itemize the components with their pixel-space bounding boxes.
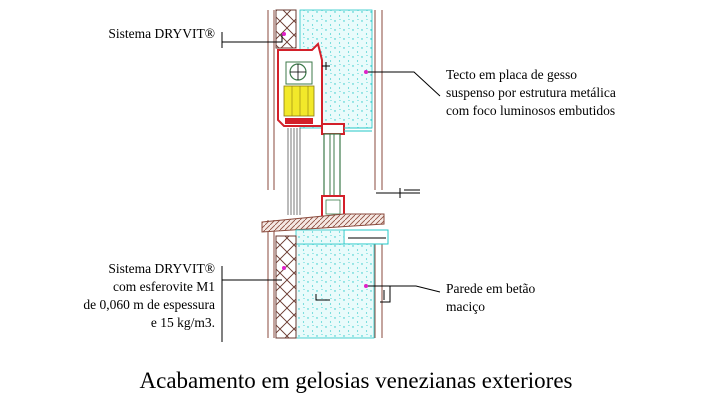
- lower-concrete-wall: [295, 243, 375, 339]
- label-dryvit-top: Sistema DRYVIT®: [108, 26, 215, 41]
- lower-insulation: [275, 235, 297, 339]
- label-ceiling: Tecto em placa de gesso suspenso por est…: [446, 67, 616, 118]
- blind-guides: [287, 128, 301, 215]
- window-frame: [321, 123, 345, 219]
- interior-fitting: [376, 188, 420, 198]
- window-sill: [261, 213, 389, 245]
- label-dryvit-bottom: Sistema DRYVIT® com esferovite M1 de 0,0…: [83, 261, 215, 330]
- lower-concrete-top: [295, 229, 345, 245]
- label-wall: Parede em betão maciço: [446, 281, 536, 314]
- ceiling-finish: [344, 127, 372, 132]
- wall-outline: [267, 10, 383, 338]
- upper-insulation: [275, 9, 297, 49]
- figure-caption: Acabamento em gelosias venezianas exteri…: [139, 368, 573, 393]
- blind-box: [277, 42, 330, 127]
- leader-lines: [221, 32, 441, 342]
